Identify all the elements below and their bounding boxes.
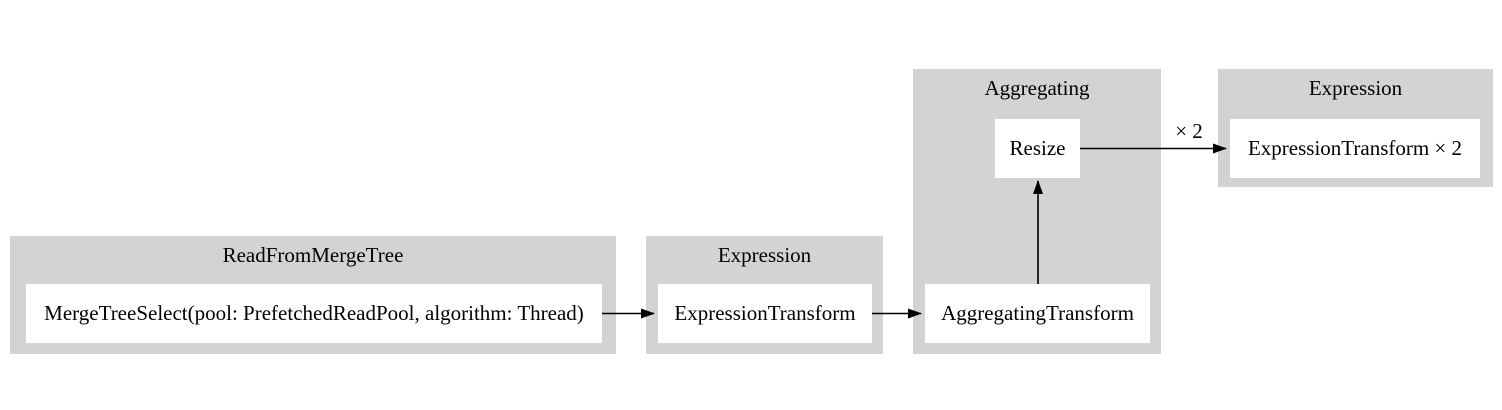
edge-label-x2: × 2 <box>1175 119 1203 143</box>
cluster-expression-1-title: Expression <box>717 243 812 267</box>
node-expressiontransform-1: ExpressionTransform <box>658 284 872 343</box>
node-expressiontransform-x2: ExpressionTransform × 2 <box>1230 119 1480 178</box>
cluster-readfrommergetree-title: ReadFromMergeTree <box>222 243 404 267</box>
cluster-aggregating-title: Aggregating <box>984 76 1090 100</box>
cluster-expression-2-title: Expression <box>1308 76 1403 100</box>
node-mergetreeselect: MergeTreeSelect(pool: PrefetchedReadPool… <box>26 284 602 343</box>
node-aggregatingtransform: AggregatingTransform <box>925 284 1150 343</box>
node-resize: Resize <box>995 119 1080 178</box>
